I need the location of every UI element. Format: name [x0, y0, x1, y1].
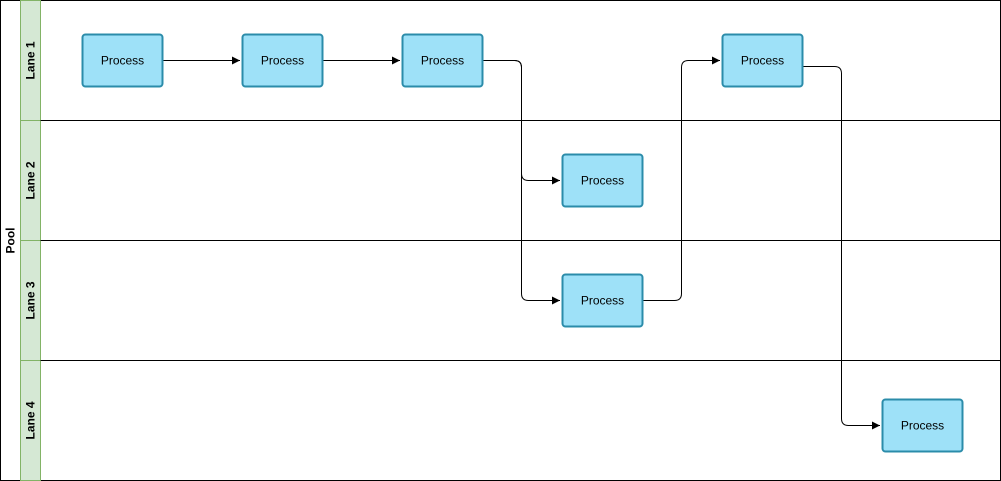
lane-1[interactable]: Lane 1: [20, 0, 41, 121]
process-box-4[interactable]: Process: [561, 153, 644, 208]
process-box-4-label: Process: [581, 174, 624, 188]
lanes: Lane 1 Lane 2 Lane 3 Lane 4: [20, 0, 1001, 481]
process-box-2-shape: [241, 33, 324, 88]
process-box-1-shape: [81, 33, 164, 88]
process-box-5-label: Process: [581, 294, 624, 308]
process-box-7[interactable]: Process: [881, 398, 964, 453]
lane-2[interactable]: Lane 2: [20, 120, 41, 241]
process-box-2-label: Process: [261, 54, 304, 68]
process-box-4-shape: [561, 153, 644, 208]
process-box-1[interactable]: Process: [81, 33, 164, 88]
process-box-3-shape: [401, 33, 484, 88]
process-box-5[interactable]: Process: [561, 273, 644, 328]
lane-4-label: Lane 4: [24, 401, 38, 439]
connector-p6-p7[interactable]: [802, 66, 880, 430]
lane-3-label: Lane 3: [24, 281, 38, 319]
process-box-5-shape: [561, 273, 644, 328]
process-box-1-label: Process: [101, 54, 144, 68]
lane-1-label: Lane 1: [24, 41, 38, 79]
pool-label: Pool: [4, 228, 18, 254]
connector-p3-p5[interactable]: [482, 60, 560, 305]
processes: Process Process Process Process Process …: [81, 33, 964, 453]
process-box-7-shape: [881, 398, 964, 453]
connector-p5-p6[interactable]: [642, 56, 720, 301]
process-box-3[interactable]: Process: [401, 33, 484, 88]
process-box-6-label: Process: [741, 54, 784, 68]
lane-3[interactable]: Lane 3: [20, 240, 41, 361]
process-box-6[interactable]: Process: [721, 33, 804, 88]
lane-4[interactable]: Lane 4: [20, 360, 41, 481]
lane-2-label: Lane 2: [24, 161, 38, 199]
process-box-3-label: Process: [421, 54, 464, 68]
process-box-2[interactable]: Process: [241, 33, 324, 88]
process-box-7-label: Process: [901, 419, 944, 433]
process-box-6-shape: [721, 33, 804, 88]
connectors: [162, 56, 880, 430]
